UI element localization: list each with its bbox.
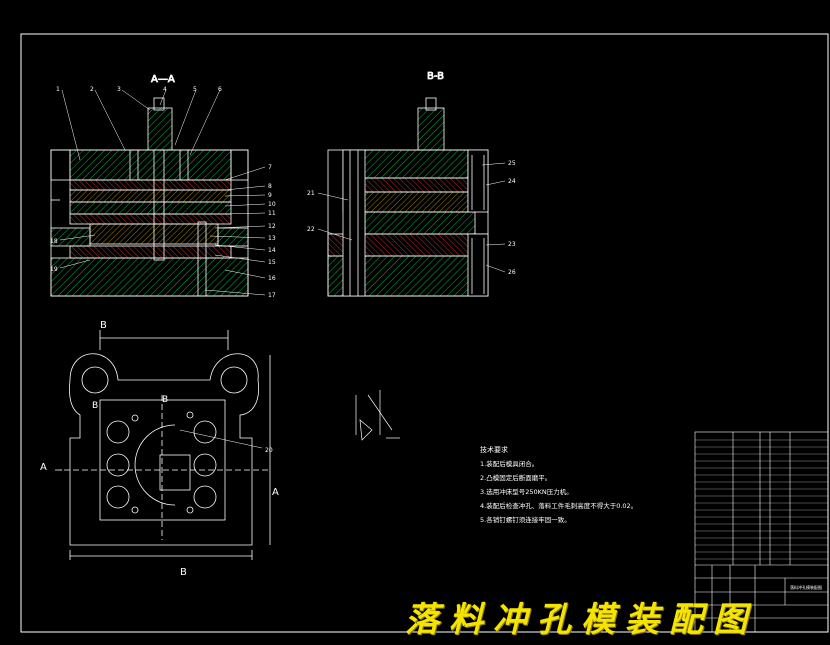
- parts-list: [694, 431, 829, 633]
- svg-text:B: B: [92, 401, 98, 411]
- section-aa-balloons: [59, 89, 266, 296]
- section-bb-balloons: [317, 162, 506, 273]
- notes-item: 5.各销钉螺钉须连接牢固一致。: [480, 515, 571, 524]
- svg-text:22: 22: [307, 226, 315, 233]
- svg-text:13: 13: [268, 235, 276, 242]
- plan-view-labels: B B A A B B 20: [40, 320, 279, 578]
- notes-item: 2.凸模固定后断面磨平。: [480, 473, 551, 482]
- svg-text:A: A: [272, 487, 279, 498]
- svg-text:12: 12: [268, 223, 276, 230]
- svg-text:9: 9: [268, 192, 272, 199]
- svg-text:A: A: [40, 462, 47, 473]
- section-aa-balloon-labels: 1 2 3 4 5 6 7 8 9 10 11 12 13 14 15 16 1…: [50, 86, 276, 299]
- svg-text:25: 25: [508, 160, 516, 167]
- svg-text:21: 21: [307, 190, 315, 197]
- notes-item: 3.选用冲床型号250KN压力机。: [480, 487, 573, 496]
- svg-text:14: 14: [268, 247, 276, 254]
- section-bb-balloon-labels: 21 22 23 24 25 26: [307, 160, 516, 276]
- notes-item: 1.装配后模具闭合。: [480, 459, 538, 468]
- svg-text:17: 17: [268, 292, 276, 299]
- svg-text:4: 4: [163, 86, 167, 93]
- technical-notes: 技术要求 1.装配后模具闭合。 2.凸模固定后断面磨平。 3.选用冲床型号250…: [480, 445, 637, 524]
- svg-text:B: B: [162, 395, 168, 405]
- svg-text:26: 26: [508, 269, 516, 276]
- svg-text:20: 20: [265, 447, 273, 454]
- svg-text:15: 15: [268, 259, 276, 266]
- svg-text:5: 5: [193, 86, 197, 93]
- svg-text:10: 10: [268, 201, 276, 208]
- svg-text:B: B: [180, 567, 187, 578]
- parts-list-rows: [695, 439, 828, 560]
- drawing-frame: [20, 33, 829, 633]
- notes-item: 4.装配后检查冲孔、落料工件毛刺高度不得大于0.02。: [480, 501, 637, 510]
- svg-text:24: 24: [508, 178, 516, 185]
- title-block-name: 落料冲孔模装配图: [790, 584, 822, 590]
- svg-text:23: 23: [508, 241, 516, 248]
- plan-view: [55, 330, 271, 560]
- svg-text:3: 3: [117, 86, 121, 93]
- svg-text:18: 18: [50, 238, 58, 245]
- svg-text:6: 6: [218, 86, 222, 93]
- svg-text:16: 16: [268, 275, 276, 282]
- svg-text:B: B: [100, 320, 107, 331]
- notes-heading: 技术要求: [480, 445, 508, 454]
- section-bb-view: B-B: [327, 71, 489, 297]
- svg-text:7: 7: [268, 164, 272, 171]
- svg-text:2: 2: [90, 86, 94, 93]
- svg-text:1: 1: [56, 86, 60, 93]
- section-aa-view: A—A: [50, 74, 249, 297]
- drawing-title: 落料冲孔模装配图: [405, 600, 757, 640]
- svg-text:19: 19: [50, 266, 58, 273]
- section-bb-title: B-B: [427, 71, 444, 82]
- svg-text:11: 11: [268, 210, 276, 217]
- svg-text:8: 8: [268, 183, 272, 190]
- detail-sketch: [355, 390, 400, 441]
- section-aa-title: A—A: [151, 74, 175, 85]
